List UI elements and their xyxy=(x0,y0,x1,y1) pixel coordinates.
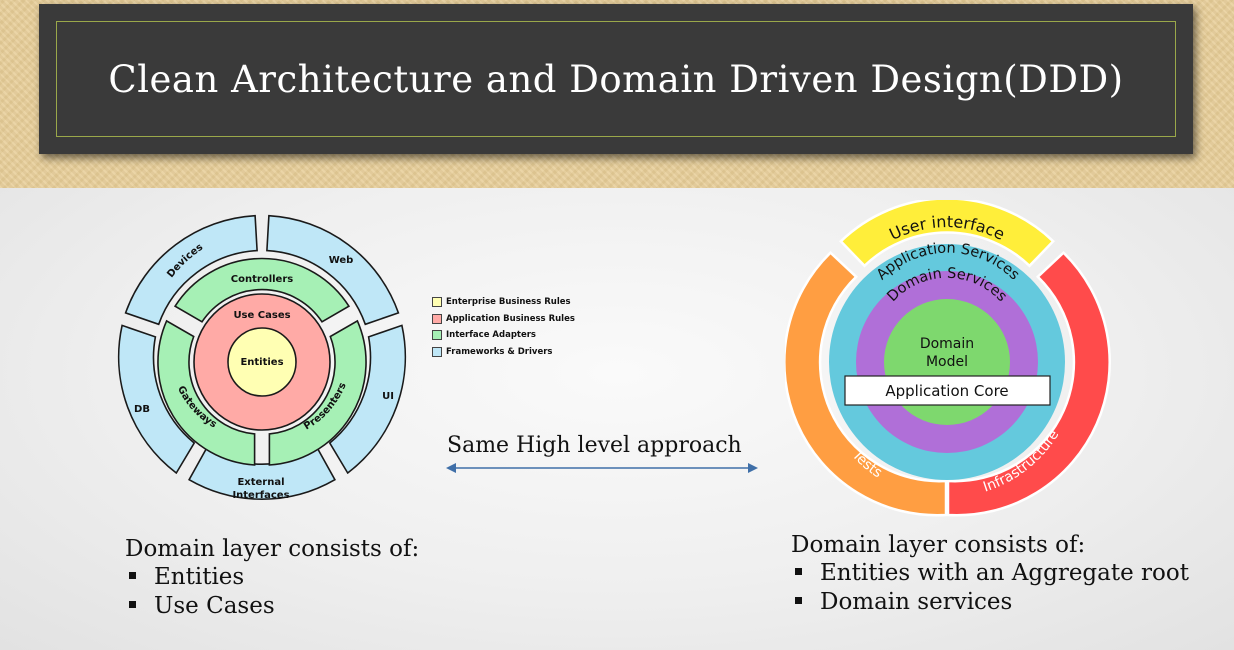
legend-swatch xyxy=(432,313,442,324)
legend-item: Enterprise Business Rules xyxy=(432,294,575,311)
clean-architecture-diagram: Entities Use Cases Controllers Web UI DB… xyxy=(117,214,407,501)
legend-label: Interface Adapters xyxy=(446,330,536,341)
right-list-heading: Domain layer consists of: xyxy=(791,532,1086,558)
domain-model-label-2: Model xyxy=(926,354,968,370)
external-interfaces-label-2: Interfaces xyxy=(232,490,289,501)
segment-devices xyxy=(124,214,258,326)
legend-label: Frameworks & Drivers xyxy=(446,346,553,357)
controllers-label: Controllers xyxy=(231,274,293,285)
left-list-heading: Domain layer consists of: xyxy=(125,536,420,562)
external-interfaces-label-1: External xyxy=(237,477,284,488)
segment-user-interface xyxy=(839,200,1055,268)
list-item: Entities with an Aggregate root xyxy=(791,560,1189,589)
title-box: Clean Architecture and Domain Driven Des… xyxy=(39,4,1193,154)
legend: Enterprise Business Rules Application Bu… xyxy=(432,294,575,360)
circle-entities xyxy=(227,327,297,397)
segment-controllers xyxy=(173,257,351,323)
onion-architecture-diagram: Domain Model Application Core User inter… xyxy=(785,200,1111,517)
double-arrow-icon xyxy=(446,463,758,473)
approach-label: Same High level approach xyxy=(447,433,742,458)
segment-tests xyxy=(785,250,948,517)
legend-swatch xyxy=(432,346,442,357)
legend-swatch xyxy=(432,297,442,308)
entities-label: Entities xyxy=(240,357,283,368)
segment-presenters xyxy=(268,319,367,466)
left-domain-list: Domain layer consists of: Entities Use C… xyxy=(125,536,419,622)
segment-infrastructure xyxy=(946,250,1111,517)
legend-item: Frameworks & Drivers xyxy=(432,344,575,361)
application-core-label: Application Core xyxy=(885,382,1008,400)
web-label: Web xyxy=(329,255,354,266)
right-domain-list: Domain layer consists of: Entities with … xyxy=(791,532,1189,618)
db-label: DB xyxy=(134,404,150,415)
legend-swatch xyxy=(432,330,442,341)
segment-web xyxy=(266,214,400,326)
legend-label: Application Business Rules xyxy=(446,313,575,324)
legend-item: Application Business Rules xyxy=(432,311,575,328)
list-item: Use Cases xyxy=(125,593,419,622)
legend-item: Interface Adapters xyxy=(432,327,575,344)
use-cases-label: Use Cases xyxy=(233,310,290,321)
application-core-box xyxy=(844,375,1051,406)
domain-model-label-1: Domain xyxy=(920,336,974,352)
segment-gateways xyxy=(157,319,256,466)
legend-label: Enterprise Business Rules xyxy=(446,297,571,308)
list-item: Domain services xyxy=(791,589,1189,618)
list-item: Entities xyxy=(125,564,419,593)
page-title: Clean Architecture and Domain Driven Des… xyxy=(108,57,1124,101)
segment-db xyxy=(117,324,196,475)
segment-ui xyxy=(328,324,407,475)
ui-label: UI xyxy=(382,391,394,402)
title-frame: Clean Architecture and Domain Driven Des… xyxy=(56,21,1176,137)
